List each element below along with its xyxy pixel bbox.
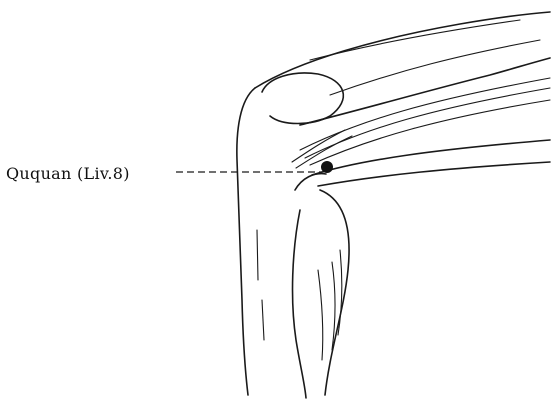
calf-muscle-stroke-2 — [332, 262, 335, 350]
acupoint-label: Ququan (Liv.8) — [6, 164, 130, 183]
calf-upper-contour — [318, 162, 550, 186]
thigh-muscle-line-1 — [310, 20, 520, 60]
condyle-contour — [295, 174, 326, 190]
tendon-line-2 — [305, 88, 550, 158]
thigh-upper-contour — [255, 12, 550, 88]
tendon-line-4 — [292, 130, 345, 162]
acupoint-marker — [321, 161, 333, 173]
shin-hint-line-2 — [262, 300, 264, 340]
shin-inner-contour — [293, 210, 306, 398]
popliteal-contour — [312, 140, 550, 175]
patella-contour — [262, 73, 343, 124]
thigh-lower-contour — [300, 58, 550, 125]
tendon-line-3 — [310, 100, 550, 165]
shin-hint-line-1 — [257, 230, 258, 280]
knee-front-contour — [237, 88, 255, 395]
calf-muscle-stroke-1 — [318, 270, 323, 360]
